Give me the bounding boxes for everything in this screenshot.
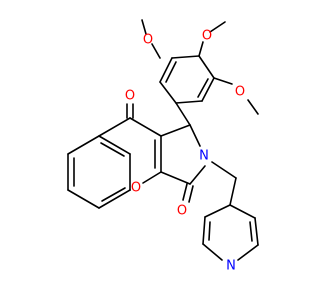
bond	[247, 99, 259, 115]
atom-label-methoxy-oxygen: O	[202, 29, 212, 44]
pyranone-ring	[98, 103, 162, 191]
atom-label-ketone-oxygen: O	[125, 89, 135, 104]
bond	[98, 117, 131, 137]
bond	[67, 135, 100, 155]
bond	[202, 216, 206, 245]
atom-label-lactam-oxygen: O	[177, 204, 187, 219]
atom-label-pyridine-nitrogen: N	[226, 259, 236, 274]
bond	[229, 177, 237, 206]
atom-label-amide-nitrogen: N	[199, 149, 209, 164]
bond	[159, 57, 173, 83]
bond	[151, 43, 161, 59]
bond	[98, 189, 131, 209]
atom-label-methoxy-oxygen: O	[235, 85, 245, 100]
carbonyl-bond	[188, 185, 194, 203]
bond	[229, 204, 256, 219]
carbonyl-bond	[182, 183, 188, 201]
bond	[67, 189, 100, 209]
bond	[209, 21, 226, 33]
structure-svg: O O O N N O O O	[67, 19, 259, 274]
bond	[129, 117, 162, 137]
bond	[160, 171, 191, 185]
bond	[160, 124, 191, 137]
bond	[237, 244, 259, 261]
atom-label-methoxy-oxygen: O	[143, 33, 153, 48]
bond	[175, 102, 191, 126]
pyridylmethyl-group	[202, 161, 259, 261]
double-bond-inner	[165, 61, 177, 83]
double-bond-inner	[100, 142, 125, 157]
atom-label-ring-oxygen: O	[131, 181, 141, 196]
benzo-ring	[67, 135, 131, 209]
bond	[141, 19, 147, 35]
bond	[211, 161, 237, 179]
double-bond-inner	[197, 78, 209, 98]
molecule-structure-diagram: O O O N N O O O	[67, 19, 259, 274]
bond	[204, 204, 231, 218]
bond	[175, 100, 203, 104]
trimethoxyphenyl-group	[141, 19, 259, 126]
double-bond-inner	[208, 221, 211, 241]
bond	[202, 243, 223, 261]
double-bond-inner	[101, 187, 126, 202]
bond	[98, 135, 131, 155]
bond	[171, 55, 200, 59]
bond	[198, 55, 215, 79]
double-bond-inner	[249, 221, 253, 242]
bond	[213, 77, 233, 85]
pyrrolidinone-ring	[160, 124, 206, 203]
bond	[198, 41, 204, 57]
bond	[189, 165, 206, 185]
bond	[189, 124, 201, 147]
bond	[159, 81, 177, 104]
bond	[254, 217, 259, 246]
bond	[142, 171, 162, 184]
bond	[201, 77, 215, 102]
